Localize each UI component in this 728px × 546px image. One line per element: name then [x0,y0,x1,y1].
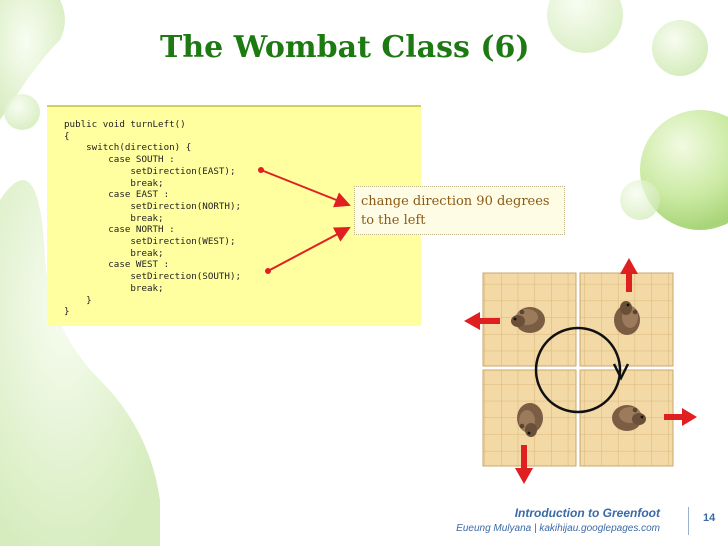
callout-note: change direction 90 degrees to the left [354,186,565,235]
arrow-south-icon [515,445,533,484]
pointer-arrow [267,227,351,272]
footer-subtitle: Eueung Mulyana | kakihijau.googlepages.c… [456,523,660,534]
slide-title: The Wombat Class (6) [160,30,530,65]
arrow-north-icon [620,258,638,292]
footer-title: Introduction to Greenfoot [514,506,660,520]
footer: Introduction to Greenfoot Eueung Mulyana… [456,506,660,534]
pointer-arrow [260,169,351,208]
arrow-west-icon [464,312,500,330]
footer-divider [688,507,689,535]
rotation-circle [534,326,622,414]
page-number: 14 [703,512,716,524]
code-listing: public void turnLeft() { switch(directio… [64,119,242,318]
arrow-east-icon [664,408,697,426]
grid-tile [579,369,674,467]
